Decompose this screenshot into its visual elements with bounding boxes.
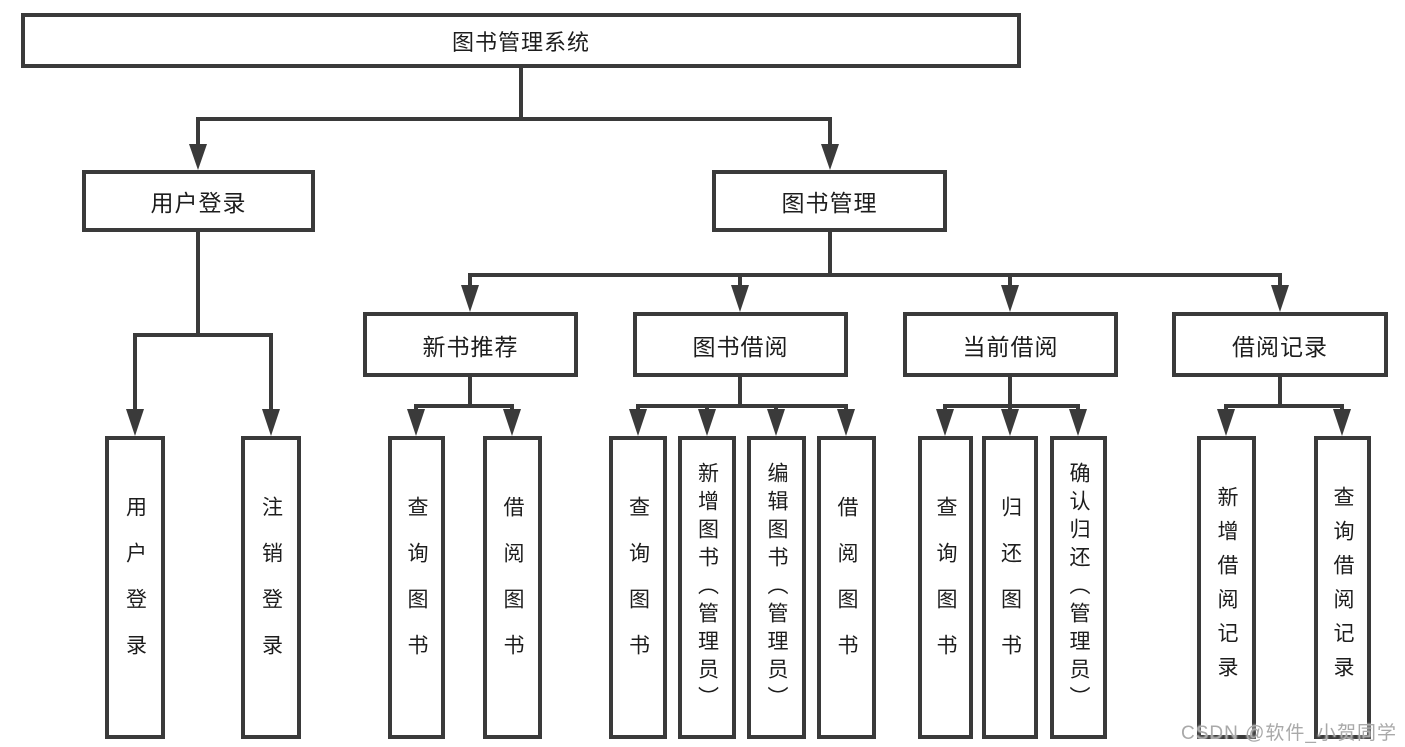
node-new-book-recommend: 新书推荐 [363, 312, 578, 377]
node-leaf-logout: 注销登录 [241, 436, 301, 739]
node-book-management: 图书管理 [712, 170, 947, 232]
node-leaf-add-books-admin: 新增图书（管理员） [678, 436, 736, 739]
node-leaf-return-books: 归还图书 [982, 436, 1038, 739]
node-leaf-query-books-current: 查询图书 [918, 436, 973, 739]
node-leaf-confirm-return-admin: 确认归还（管理员） [1050, 436, 1107, 739]
node-leaf-borrow-books: 借阅图书 [817, 436, 876, 739]
node-user-login: 用户登录 [82, 170, 315, 232]
node-borrowing-records: 借阅记录 [1172, 312, 1388, 377]
node-leaf-query-borrow-record: 查询借阅记录 [1314, 436, 1371, 739]
node-leaf-user-login: 用户登录 [105, 436, 165, 739]
node-book-borrowing: 图书借阅 [633, 312, 848, 377]
node-leaf-add-borrow-record: 新增借阅记录 [1197, 436, 1256, 739]
node-library-management-system: 图书管理系统 [21, 13, 1021, 68]
node-current-borrowing: 当前借阅 [903, 312, 1118, 377]
node-leaf-query-books-borrowing: 查询图书 [609, 436, 667, 739]
node-leaf-edit-books-admin: 编辑图书（管理员） [747, 436, 806, 739]
node-leaf-borrow-books-recommend: 借阅图书 [483, 436, 542, 739]
node-leaf-query-books-recommend: 查询图书 [388, 436, 445, 739]
